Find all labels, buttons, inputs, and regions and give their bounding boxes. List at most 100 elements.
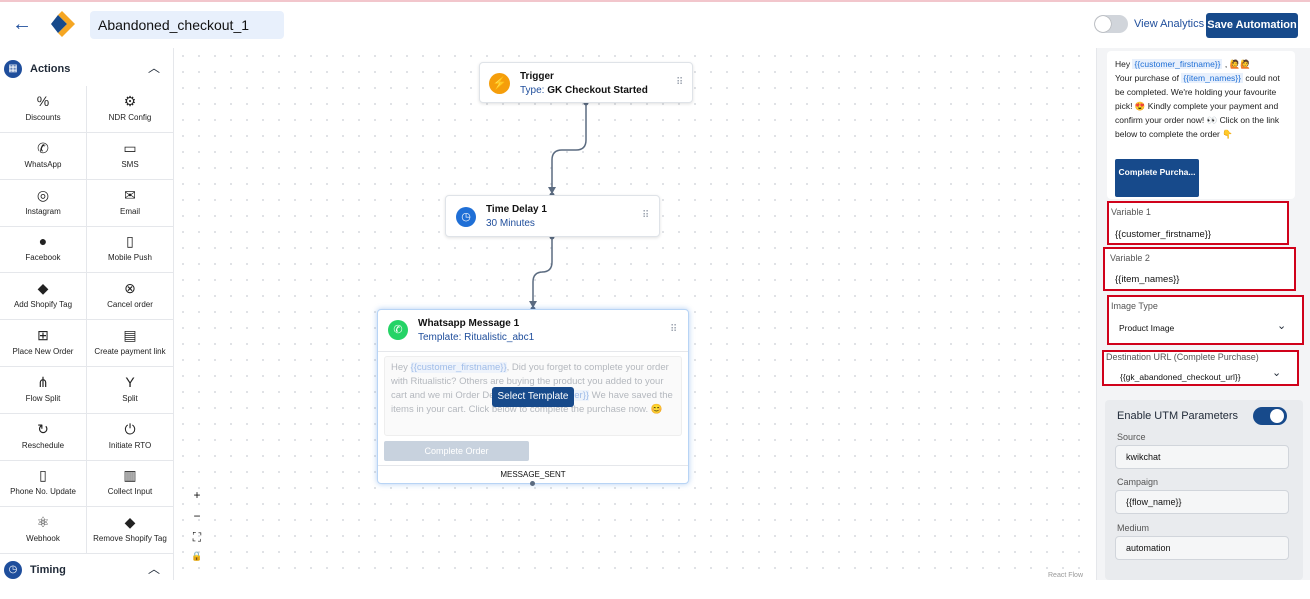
action-label: Discounts (25, 113, 61, 122)
utm-medium-input[interactable]: automation (1115, 536, 1289, 560)
utm-toggle[interactable] (1253, 407, 1287, 425)
action-label: Phone No. Update (10, 487, 76, 497)
action-whatsapp[interactable]: ✆ WhatsApp (0, 132, 87, 180)
action-label: Mobile Push (107, 253, 153, 263)
action-label: Flow Split (25, 393, 61, 403)
timing-section-header[interactable]: ◷ Timing ︿ (0, 551, 174, 587)
destination-url-field[interactable]: Destination URL (Complete Purchase) {{gk… (1102, 350, 1299, 386)
complete-purchase-button[interactable]: Complete Purcha... (1115, 159, 1199, 197)
action-phone-no-update[interactable]: ▯ Phone No. Update (0, 460, 87, 508)
zoom-out-icon[interactable]: − (193, 509, 201, 523)
output-handle[interactable] (530, 481, 535, 486)
phone-no-update-icon: ▯ (39, 467, 47, 484)
action-label: Webhook (26, 534, 60, 544)
clock-icon: ◷ (4, 561, 22, 579)
action-label: Reschedule (21, 440, 65, 450)
ndr-config-icon: ⚙ (123, 93, 137, 109)
lightning-icon: ⚡ (489, 73, 510, 94)
discounts-icon: % (36, 93, 50, 109)
action-label: WhatsApp (24, 159, 62, 169)
view-analytics-toggle[interactable] (1094, 15, 1128, 33)
action-email[interactable]: ✉Email (87, 179, 174, 227)
sms-icon: ▭ (123, 139, 137, 156)
action-flow-split[interactable]: ⋔ Flow Split (0, 366, 87, 414)
action-facebook[interactable]: ● Facebook (0, 226, 87, 274)
action-label: Split (122, 393, 138, 403)
action-mobile-push[interactable]: ▯Mobile Push (87, 226, 174, 274)
complete-order-button[interactable]: Complete Order (384, 441, 529, 461)
drag-handle-icon[interactable]: ⠿ (676, 77, 683, 88)
action-remove-shopify-tag[interactable]: ◆Remove Shopify Tag (87, 507, 174, 555)
whatsapp-icon: ✆ (37, 139, 49, 156)
utm-parameters-card: Enable UTM Parameters Source kwikchat Ca… (1105, 400, 1303, 580)
select-template-button[interactable]: Select Template (492, 387, 574, 407)
action-initiate-rto[interactable]: ⏻Initiate RTO (87, 413, 174, 461)
clock-icon: ◷ (456, 207, 476, 227)
facebook-icon: ● (38, 233, 48, 250)
chevron-down-icon[interactable]: ⌄ (1277, 320, 1287, 332)
whatsapp-title: Whatsapp Message 1 (418, 318, 520, 329)
zoom-controls: + − ⛶ 🔒 (186, 488, 208, 572)
action-reschedule[interactable]: ↻Reschedule (0, 413, 87, 461)
utm-campaign-label: Campaign (1117, 477, 1159, 487)
actions-sidebar: ▦ Actions ︿ % Discounts ⚙NDR Config ✆ WhatsA… (0, 48, 174, 580)
grid-icon: ▦ (4, 60, 22, 78)
save-automation-button[interactable]: Save Automation (1206, 13, 1298, 38)
flow-split-icon: ⋔ (37, 373, 49, 390)
cancel-order-icon: ⊗ (124, 280, 136, 297)
trigger-node[interactable]: ⚡ Trigger Type: GK Checkout Started ⠿ (479, 62, 693, 103)
action-cancel-order[interactable]: ⊗Cancel order (87, 273, 174, 321)
instagram-icon: ◎ (36, 186, 50, 203)
chevron-down-icon[interactable]: ⌄ (1272, 367, 1282, 379)
top-accent-line (0, 0, 1310, 2)
action-label: Facebook (25, 253, 61, 263)
drag-handle-icon[interactable]: ⠿ (642, 210, 649, 221)
time-delay-node[interactable]: ◷ Time Delay 1 30 Minutes ⠿ (445, 195, 660, 237)
timing-section-label: Timing (30, 564, 66, 576)
utm-source-label: Source (1117, 432, 1146, 442)
action-sms[interactable]: ▭ SMS (87, 132, 174, 180)
action-label: Initiate RTO (108, 440, 152, 450)
action-create-payment-link[interactable]: ▤Create payment link (87, 320, 174, 367)
action-discounts[interactable]: % Discounts (0, 86, 87, 133)
image-type-field[interactable]: Image Type Product Image ⌄ (1107, 295, 1304, 345)
add-shopify-tag-icon: ◆ (37, 280, 49, 297)
back-arrow-icon[interactable]: ← (12, 13, 32, 35)
trigger-title: Trigger (520, 71, 554, 82)
action-add-shopify-tag[interactable]: ◆Add Shopify Tag (0, 273, 87, 321)
action-collect-input[interactable]: ▥Collect Input (87, 460, 174, 508)
remove-shopify-tag-icon: ◆ (124, 514, 136, 531)
chevron-up-icon[interactable]: ︿ (148, 61, 161, 75)
action-ndr-config[interactable]: ⚙NDR Config (87, 86, 174, 133)
actions-section-header[interactable]: ▦ Actions ︿ (0, 50, 174, 86)
action-place-new-order[interactable]: ⊞Place New Order (0, 320, 87, 367)
automation-name-input[interactable]: Abandoned_checkout_1 (90, 11, 284, 39)
utm-title: Enable UTM Parameters (1117, 410, 1239, 422)
actions-section-label: Actions (30, 63, 71, 75)
lock-icon[interactable]: 🔒 (191, 551, 203, 561)
utm-campaign-input[interactable]: {{flow_name}} (1115, 490, 1289, 514)
action-label: Place New Order (12, 347, 74, 356)
utm-source-input[interactable]: kwikchat (1115, 445, 1289, 469)
delay-title: Time Delay 1 (486, 204, 547, 215)
variable-1-field[interactable]: Variable 1 {{customer_firstname}} (1107, 201, 1289, 245)
drag-handle-icon[interactable]: ⠿ (670, 324, 677, 335)
email-icon: ✉ (124, 186, 136, 203)
action-label: SMS (121, 159, 139, 169)
react-flow-attribution[interactable]: React Flow (1048, 572, 1084, 579)
whatsapp-message-node[interactable]: ✆ Whatsapp Message 1 Template: Ritualist… (377, 309, 689, 484)
zoom-in-icon[interactable]: + (193, 488, 201, 502)
action-webhook[interactable]: ⚛ Webhook (0, 507, 87, 555)
webhook-icon: ⚛ (36, 514, 50, 531)
collect-input-icon: ▥ (123, 467, 137, 484)
view-analytics-label[interactable]: View Analytics (1134, 18, 1205, 30)
fit-view-icon[interactable]: ⛶ (192, 530, 202, 544)
utm-medium-label: Medium (1117, 523, 1150, 533)
action-instagram[interactable]: ◎Instagram (0, 179, 87, 227)
chevron-up-icon[interactable]: ︿ (148, 562, 161, 576)
message-sent-label: MESSAGE_SENT (500, 470, 566, 479)
create-payment-link-icon: ▤ (123, 327, 137, 343)
variable-2-field[interactable]: Variable 2 {{item_names}} (1103, 247, 1296, 291)
trigger-type: Type: GK Checkout Started (520, 85, 648, 96)
